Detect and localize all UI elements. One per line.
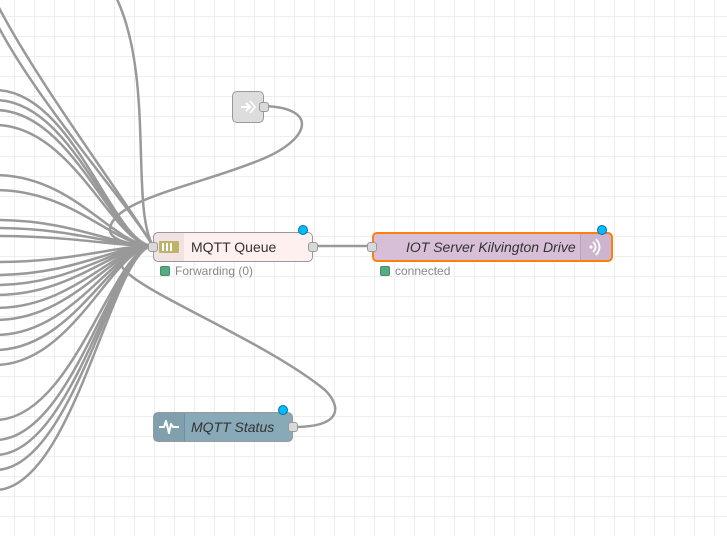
wire-incoming-20[interactable] <box>0 244 154 366</box>
wire-incoming-1[interactable] <box>115 0 155 247</box>
mqtt-queue-input-port[interactable] <box>148 242 158 252</box>
mqtt-status-changed-indicator <box>278 405 288 415</box>
mqtt-status-label: MQTT Status <box>191 419 275 435</box>
mqtt-out-input-port[interactable] <box>367 242 377 252</box>
incoming-wires <box>0 0 155 491</box>
link-in-output-port[interactable] <box>259 102 269 112</box>
mqtt-queue-status: Forwarding (0) <box>160 264 253 278</box>
status-ok-icon <box>160 266 170 276</box>
mqtt-out-changed-indicator <box>597 225 607 235</box>
link-in-node[interactable] <box>232 91 269 123</box>
wire-incoming-3[interactable] <box>0 89 154 248</box>
mqtt-status-node[interactable]: MQTT Status <box>153 405 298 442</box>
link-icon <box>233 92 263 122</box>
wire-incoming-8[interactable] <box>0 188 154 248</box>
mqtt-out-status-text: connected <box>395 264 451 278</box>
wire-link-to-queue[interactable] <box>108 104 303 248</box>
mqtt-queue-label: MQTT Queue <box>191 239 277 255</box>
wire-incoming-2[interactable] <box>0 20 155 247</box>
mqtt-out-status: connected <box>380 264 450 278</box>
wire-incoming-6[interactable] <box>0 124 154 248</box>
mqtt-out-node[interactable]: IOT Server Kilvington Drive <box>367 225 613 262</box>
wifi-signal-icon <box>580 234 611 260</box>
mqtt-queue-output-port[interactable] <box>308 242 318 252</box>
mqtt-queue-node[interactable]: MQTT Queue <box>148 225 318 262</box>
queue-icon <box>154 233 184 261</box>
wire-status-to-queue[interactable] <box>119 244 337 429</box>
wire-incoming-25[interactable] <box>0 244 154 491</box>
pulse-icon <box>154 413 185 441</box>
status-ok-icon <box>380 266 390 276</box>
wire-incoming-24[interactable] <box>0 244 154 471</box>
mqtt-queue-changed-indicator <box>298 225 308 235</box>
mqtt-status-output-port[interactable] <box>288 422 298 432</box>
mqtt-queue-status-text: Forwarding (0) <box>175 264 254 278</box>
mqtt-out-label: IOT Server Kilvington Drive <box>406 239 576 255</box>
